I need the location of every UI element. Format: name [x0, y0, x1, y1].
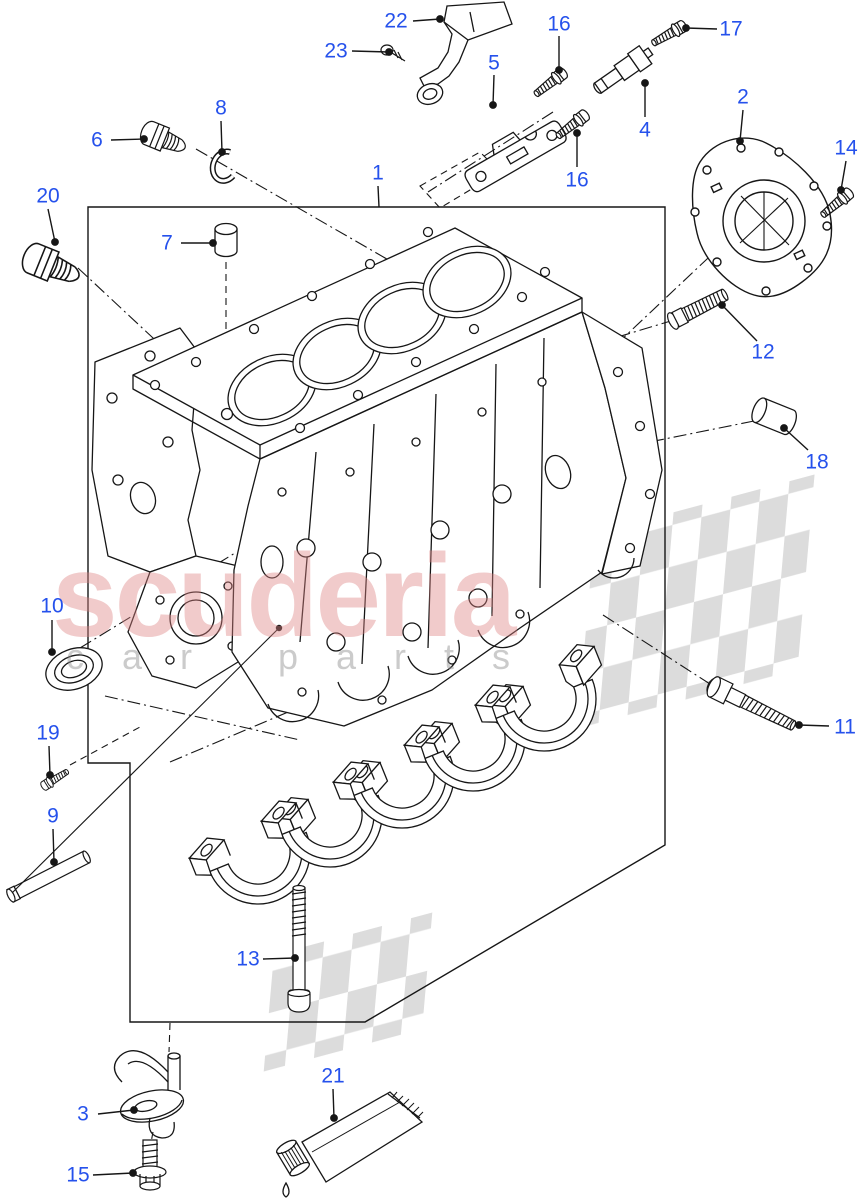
part-21-sealant-tube [275, 1091, 424, 1198]
watermark-tagline: car parts [66, 636, 549, 677]
part-23-screw [380, 44, 406, 62]
callout-8: 8 [215, 96, 227, 120]
part-2-seal-retainer-plate [690, 137, 833, 298]
part-4-crank-sensor [593, 44, 654, 94]
part-17-bolt [648, 17, 690, 51]
callout-13: 13 [236, 947, 260, 971]
cylinder-block-drawing [91, 226, 663, 727]
part-5-bracket [464, 120, 567, 193]
callout-10: 10 [40, 594, 64, 618]
callout-4: 4 [639, 118, 651, 142]
callout-9: 9 [47, 804, 59, 828]
callout-11: 11 [834, 715, 856, 739]
part-15-bolt [133, 1139, 167, 1191]
part-3-oil-jet [113, 1050, 185, 1139]
part-9-dowel-pin [6, 850, 91, 904]
callout-20: 20 [36, 184, 60, 208]
callout-5: 5 [488, 51, 500, 75]
callout-16b: 16 [565, 168, 589, 192]
part-10-seal [45, 647, 103, 691]
part-16a-bolt [530, 65, 571, 101]
callout-3: 3 [77, 1102, 89, 1126]
part-22-breather [416, 1, 513, 106]
callout-17: 17 [719, 17, 743, 41]
callout-1: 1 [372, 161, 384, 185]
part-18-dowel [751, 397, 798, 436]
part-11-stud [706, 676, 797, 731]
callout-23: 23 [324, 39, 348, 63]
part-19-bolt [38, 765, 72, 793]
callout-15: 15 [66, 1163, 90, 1187]
callout-12: 12 [751, 340, 775, 364]
part-12-stud [666, 288, 729, 330]
callout-19: 19 [36, 721, 60, 745]
callout-leaders [46, 15, 847, 1177]
callout-21: 21 [321, 1064, 345, 1088]
part-8-sealing-washer [209, 148, 236, 184]
part9-projection-line [11, 624, 283, 894]
callout-2: 2 [737, 85, 749, 109]
callout-14: 14 [834, 136, 858, 160]
callout-18: 18 [805, 450, 829, 474]
callout-22: 22 [384, 9, 408, 33]
part-7-cup-plug [214, 222, 238, 258]
part-20-oil-gallery-plug [17, 239, 86, 293]
callout-16a: 16 [547, 12, 571, 36]
callout-7: 7 [161, 231, 173, 255]
watermark-brand: scuderia [52, 530, 516, 662]
part1-boundary-box [87, 206, 666, 1023]
callout-6: 6 [91, 128, 103, 152]
